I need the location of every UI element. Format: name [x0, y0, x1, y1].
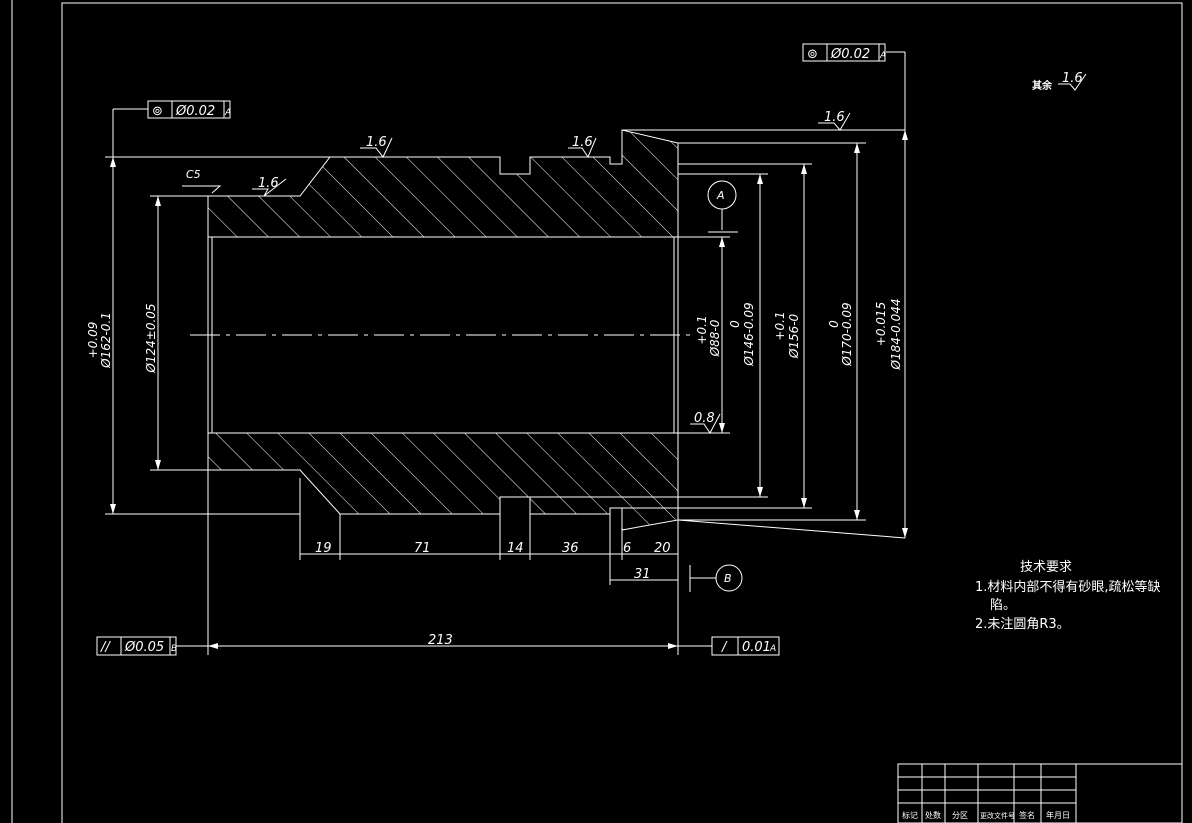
notes-line1b: 陷。 — [990, 598, 1016, 613]
dim-14: 14 — [507, 541, 524, 556]
dim-left1-tol: +0.09 — [86, 322, 100, 359]
dim-left1-val: Ø162-0.1 — [99, 312, 113, 369]
frame-tl-symbol: ⊚ — [152, 104, 163, 119]
tb-col-3: 分区 — [952, 811, 968, 820]
dim-19: 19 — [315, 541, 332, 556]
part-section — [190, 129, 906, 539]
frame-tl-value: Ø0.02 — [175, 104, 215, 119]
sheet-border — [11, 0, 1183, 823]
title-block — [897, 763, 1183, 823]
roughness-label-3: 1.6 — [824, 110, 845, 125]
dim-r4-val: Ø170-0.09 — [840, 302, 854, 366]
dim-r5-val: Ø184-0.044 — [889, 298, 903, 370]
dim-71: 71 — [414, 541, 431, 556]
tb-col-5: 签名 — [1019, 810, 1035, 820]
frame-tr-symbol: ⊚ — [807, 47, 818, 62]
arrowheads — [110, 130, 908, 649]
section-lower — [207, 432, 679, 531]
frame-tl-datum: A — [224, 108, 231, 118]
datum-b-label: B — [724, 572, 732, 585]
tolerance-frame-bottom-left: // Ø0.05 B — [96, 636, 177, 656]
frame-tr-value: Ø0.02 — [830, 47, 870, 62]
roughness-symbols — [182, 73, 1087, 434]
dim-20: 20 — [654, 541, 671, 556]
notes-line1: 1.材料内部不得有砂眼,疏松等缺 — [975, 579, 1161, 595]
frame-bl-value: Ø0.05 — [124, 640, 164, 655]
dim-r2-tol: 0 — [728, 320, 742, 328]
datum-a-label: A — [716, 189, 725, 202]
roughness-label-2: 1.6 — [572, 135, 593, 150]
frame-br-datum: A — [769, 644, 776, 654]
frame-br-value: 0.01 — [742, 640, 771, 655]
dim-36: 36 — [562, 541, 579, 556]
frame-bl-symbol: // — [100, 640, 111, 655]
dim-r3-val: Ø156-0 — [787, 313, 801, 359]
frame-br-symbol: / — [721, 640, 728, 655]
roughness-label-5: 0.8 — [694, 411, 715, 426]
vertical-dims: +0.09 Ø162-0.1 Ø124±0.05 +0.1 Ø88-0 0 Ø1… — [86, 298, 903, 373]
tb-col-4: 更改文件号 — [980, 811, 1015, 820]
roughness-label-1: 1.6 — [366, 135, 387, 150]
frame-bl-datum: B — [171, 644, 177, 654]
dim-left2-val: Ø124±0.05 — [144, 303, 158, 373]
roughness-other-value: 1.6 — [1062, 71, 1083, 86]
dimension-lines — [105, 51, 906, 655]
chamfer-label: C5 — [186, 168, 201, 181]
dim-r4-tol: 0 — [827, 320, 841, 328]
notes-line2: 2.未注圆角R3。 — [975, 617, 1070, 632]
dim-r5-tol: +0.015 — [874, 302, 888, 346]
dim-6: 6 — [623, 541, 631, 556]
dim-r1-tol: +0.1 — [695, 315, 709, 344]
section-upper — [207, 129, 679, 238]
dim-r3-tol: +0.1 — [773, 311, 787, 340]
tolerance-frame-top-left: ⊚ Ø0.02 A — [147, 100, 231, 119]
technical-notes: 技术要求 1.材料内部不得有砂眼,疏松等缺 陷。 2.未注圆角R3。 — [975, 560, 1161, 632]
roughness-other-label: 其余 — [1032, 79, 1053, 92]
dim-31: 31 — [634, 567, 651, 582]
notes-title: 技术要求 — [1020, 560, 1072, 575]
tb-col-1: 标记 — [902, 810, 918, 820]
dim-213: 213 — [428, 633, 453, 648]
tolerance-frame-top-right: ⊚ Ø0.02 A — [802, 43, 886, 62]
tolerance-frame-bottom-right: / 0.01 A — [711, 636, 780, 656]
tb-col-2: 处数 — [925, 810, 941, 820]
dim-r2-val: Ø146-0.09 — [742, 302, 756, 366]
datum-a-symbol: A — [707, 180, 737, 210]
frame-tr-datum: A — [879, 51, 886, 61]
tb-col-6: 年月日 — [1046, 810, 1070, 820]
roughness-label-4: 1.6 — [258, 176, 279, 191]
datum-b-symbol: B — [715, 564, 743, 592]
dim-r1-val: Ø88-0 — [708, 319, 722, 357]
